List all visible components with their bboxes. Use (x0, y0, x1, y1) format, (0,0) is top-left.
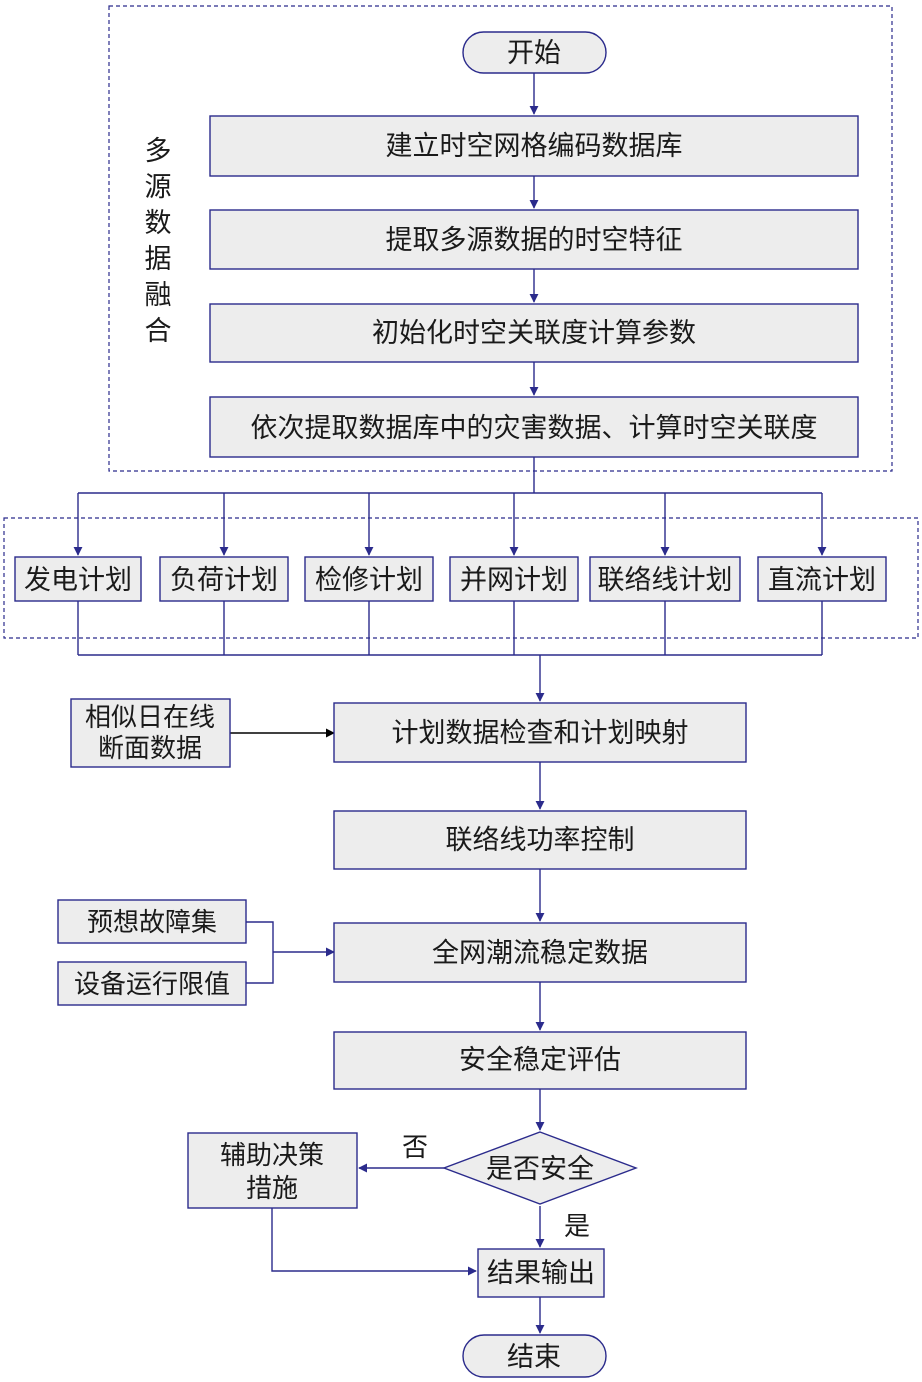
plan-generation-label: 发电计划 (24, 565, 132, 596)
safety-eval-label: 安全稳定评估 (459, 1045, 621, 1076)
fusion-char: 多 (145, 136, 172, 167)
equipment-limits-label: 设备运行限值 (74, 970, 230, 1000)
edge-label-no: 否 (402, 1133, 428, 1163)
calc-relevance-node: 依次提取数据库中的灾害数据、计算时空关联度 (209, 396, 859, 458)
is-safe-decision: 是否安全 (442, 1131, 638, 1205)
end-node: 结束 (462, 1334, 607, 1378)
start-node: 开始 (462, 31, 607, 74)
fusion-char: 融 (145, 280, 172, 311)
extract-features-node: 提取多源数据的时空特征 (209, 209, 859, 270)
plan-check-label: 计划数据检查和计划映射 (392, 718, 689, 749)
edge-label-yes: 是 (564, 1212, 590, 1242)
plan-dc-node: 直流计划 (757, 556, 887, 602)
contingency-set-label: 预想故障集 (87, 908, 217, 938)
fusion-char: 源 (145, 172, 172, 203)
contingency-set-node: 预想故障集 (57, 899, 247, 944)
build-db-node: 建立时空网格编码数据库 (209, 115, 859, 177)
plan-dc-label: 直流计划 (768, 565, 876, 596)
is-safe-label: 是否安全 (486, 1154, 594, 1185)
plan-maintenance-node: 检修计划 (304, 556, 434, 602)
similar-day-label-line2: 断面数据 (98, 734, 202, 764)
plan-maintenance-label: 检修计划 (315, 565, 423, 596)
powerflow-data-label: 全网潮流稳定数据 (432, 938, 648, 969)
calc-relevance-label: 依次提取数据库中的灾害数据、计算时空关联度 (251, 413, 818, 444)
safety-eval-node: 安全稳定评估 (333, 1031, 747, 1090)
plan-load-node: 负荷计划 (159, 556, 289, 602)
plan-grid-connection-label: 并网计划 (460, 565, 568, 596)
similar-day-node: 相似日在线 断面数据 (70, 698, 231, 768)
edge-inputs-powerflow (246, 921, 335, 984)
aux-measures-node: 辅助决策 措施 (187, 1132, 358, 1209)
edge-aux-output (271, 1208, 477, 1276)
init-params-node: 初始化时空关联度计算参数 (209, 303, 859, 363)
extract-features-label: 提取多源数据的时空特征 (386, 225, 683, 256)
aux-measures-label-line2: 措施 (246, 1174, 298, 1204)
result-output-node: 结果输出 (477, 1248, 605, 1298)
tie-line-control-node: 联络线功率控制 (333, 810, 747, 870)
fusion-group-frame (108, 5, 893, 472)
fusion-group-label: 多 源 数 据 融 合 (145, 136, 172, 347)
aux-measures-label-line1: 辅助决策 (220, 1141, 324, 1171)
equipment-limits-node: 设备运行限值 (57, 961, 247, 1006)
plan-check-node: 计划数据检查和计划映射 (333, 702, 747, 763)
plan-generation-node: 发电计划 (14, 556, 142, 602)
fusion-char: 数 (145, 208, 172, 239)
result-output-label: 结果输出 (487, 1258, 595, 1289)
fanin-connector (77, 601, 823, 702)
fusion-char: 合 (145, 316, 172, 347)
plan-tie-line-label: 联络线计划 (598, 565, 733, 596)
tie-line-control-label: 联络线功率控制 (446, 825, 635, 856)
powerflow-data-node: 全网潮流稳定数据 (333, 922, 747, 983)
plan-grid-connection-node: 并网计划 (449, 556, 579, 602)
plan-load-label: 负荷计划 (170, 565, 278, 596)
fanout-connector (73, 457, 827, 556)
similar-day-label-line1: 相似日在线 (85, 703, 215, 733)
build-db-label: 建立时空网格编码数据库 (386, 131, 683, 162)
plans-group-frame (3, 517, 919, 639)
plan-tie-line-node: 联络线计划 (589, 556, 741, 602)
end-label: 结束 (507, 1342, 561, 1373)
init-params-label: 初始化时空关联度计算参数 (372, 318, 696, 349)
start-label: 开始 (507, 38, 561, 69)
fusion-char: 据 (145, 244, 172, 275)
